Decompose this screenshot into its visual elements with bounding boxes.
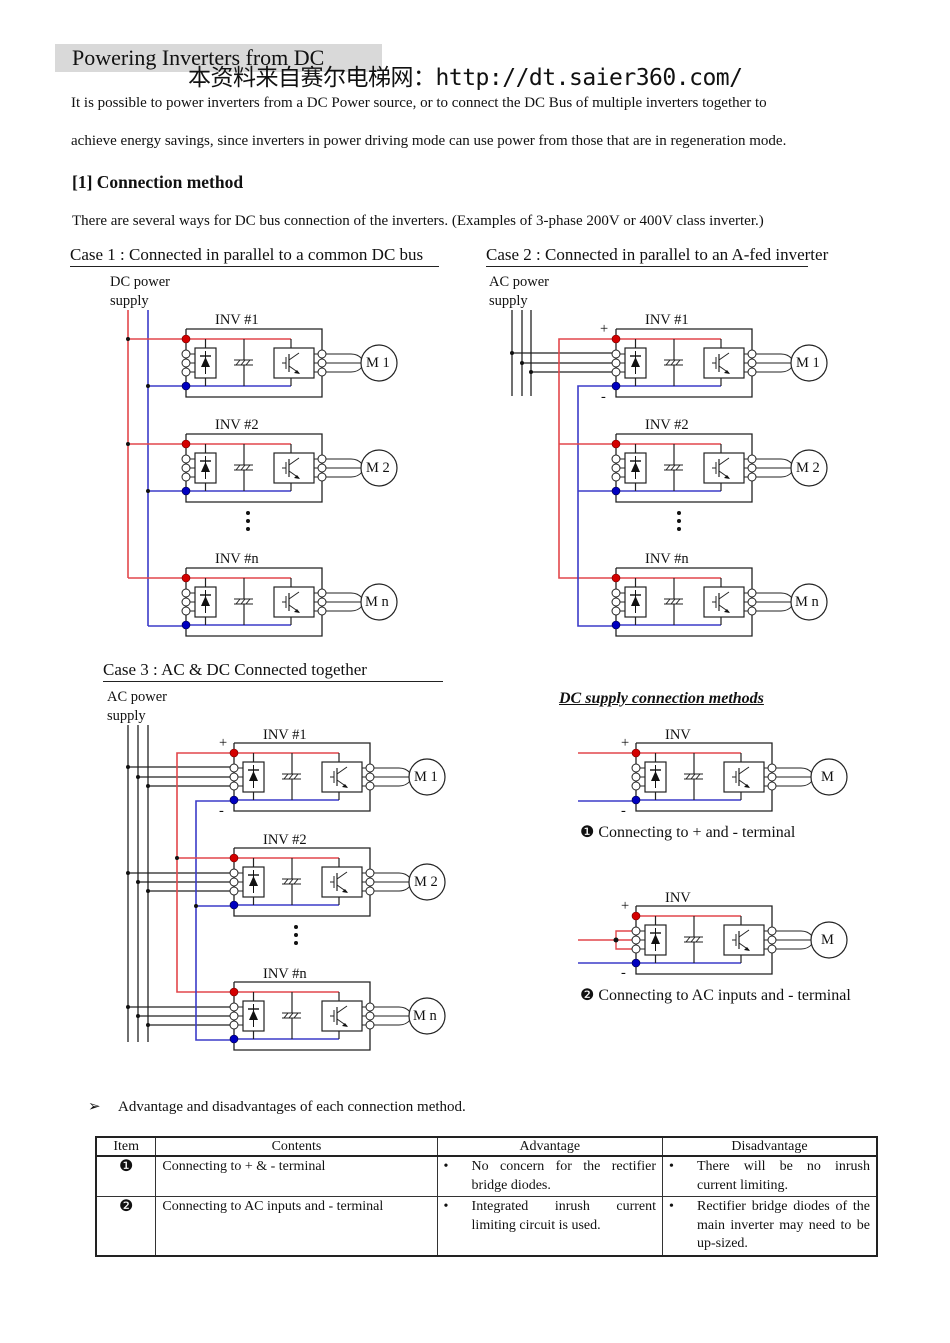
ellipsis-dot bbox=[677, 511, 681, 515]
case2-diagram bbox=[510, 310, 828, 637]
case2-supply-label: AC power supply bbox=[489, 274, 550, 309]
case3-inverter-2 bbox=[229, 847, 446, 917]
column-header-disadvantage: Disadvantage bbox=[662, 1136, 878, 1157]
advantage-cell: •Integrated inrush current limiting circ… bbox=[436, 1196, 664, 1256]
table-row: ❷ Connecting to AC inputs and - terminal… bbox=[95, 1196, 878, 1256]
watermark-text: 本资料来自赛尔电梯网：http://dt.saier360.com/ bbox=[188, 65, 743, 91]
case3-inverter-1 bbox=[229, 742, 446, 812]
ellipsis-dot bbox=[677, 519, 681, 523]
title-background bbox=[55, 44, 382, 72]
column-header-contents: Contents bbox=[155, 1136, 438, 1157]
dc-method-2-inverter bbox=[631, 905, 848, 975]
case1-inv-n-label: INV #n bbox=[215, 551, 259, 567]
ellipsis-dot bbox=[246, 519, 250, 523]
case2-inv-2-label: INV #2 bbox=[645, 417, 689, 433]
dc-method-2-motor: M bbox=[821, 932, 834, 948]
item-number: ❶ bbox=[95, 1155, 157, 1197]
section-description: There are several ways for DC bus connec… bbox=[72, 213, 764, 229]
intro-line-1: It is possible to power inverters from a… bbox=[71, 95, 767, 111]
case1-inv-1-label: INV #1 bbox=[215, 312, 259, 328]
ellipsis-dot bbox=[246, 511, 250, 515]
case1-motor-2: M 2 bbox=[366, 460, 390, 476]
dc-method-2-diagram bbox=[578, 905, 848, 975]
page-title: Powering Inverters from DC bbox=[72, 45, 325, 70]
section-heading: [1] Connection method bbox=[72, 172, 244, 192]
advantages-intro: ➢Advantage and disadvantages of each con… bbox=[88, 1099, 466, 1115]
disadvantage-cell: •Rectifier bridge diodes of the main inv… bbox=[662, 1196, 878, 1256]
dc-method-2-caption: ❷ Connecting to AC inputs and - terminal bbox=[580, 987, 851, 1004]
ellipsis-dot bbox=[294, 933, 298, 937]
dc-method-2-minus: - bbox=[621, 965, 626, 981]
case1-inv-2-label: INV #2 bbox=[215, 417, 259, 433]
advantage-cell: •No concern for the rectifier bridge dio… bbox=[436, 1155, 664, 1197]
table-row: ❶ Connecting to + & - terminal •No conce… bbox=[95, 1155, 878, 1197]
case1-title: Case 1 : Connected in parallel to a comm… bbox=[70, 245, 439, 267]
dc-method-1-inv-label: INV bbox=[665, 727, 691, 743]
case3-diagram bbox=[126, 725, 446, 1051]
case3-inv-1-label: INV #1 bbox=[263, 727, 307, 743]
case3-minus-sign: - bbox=[219, 803, 224, 819]
case1-motor-1: M 1 bbox=[366, 355, 390, 371]
arrow-bullet-icon: ➢ bbox=[88, 1099, 101, 1115]
case3-motor-2: M 2 bbox=[414, 874, 438, 890]
case2-inverter-1 bbox=[611, 328, 828, 398]
disadvantage-cell: •There will be no inrush current limitin… bbox=[662, 1155, 878, 1197]
case3-inv-n-label: INV #n bbox=[263, 966, 307, 982]
ellipsis-dot bbox=[294, 925, 298, 929]
column-header-item: Item bbox=[95, 1136, 157, 1157]
case3-motor-n: M n bbox=[413, 1008, 437, 1024]
case2-inv-1-label: INV #1 bbox=[645, 312, 689, 328]
case2-plus-sign: + bbox=[600, 321, 609, 337]
case2-inverter-2 bbox=[611, 433, 828, 503]
item-number: ❷ bbox=[95, 1196, 157, 1256]
dc-method-1-inverter bbox=[631, 742, 848, 812]
case2-motor-1: M 1 bbox=[796, 355, 820, 371]
case2-motor-2: M 2 bbox=[796, 460, 820, 476]
case1-inverter-1 bbox=[181, 328, 398, 398]
dc-methods-title: DC supply connection methods bbox=[559, 690, 764, 707]
dc-method-1-minus: - bbox=[621, 803, 626, 819]
contents-cell: Connecting to + & - terminal bbox=[155, 1155, 438, 1197]
advantages-table: Item Contents Advantage Disadvantage ❶ C… bbox=[95, 1136, 878, 1257]
case3-inv-2-label: INV #2 bbox=[263, 832, 307, 848]
ellipsis-dot bbox=[246, 527, 250, 531]
case3-plus-sign: + bbox=[219, 735, 228, 751]
dc-method-2-inv-label: INV bbox=[665, 890, 691, 906]
dc-method-1-plus: + bbox=[621, 735, 630, 751]
case2-inv-n-label: INV #n bbox=[645, 551, 689, 567]
case1-inverter-2 bbox=[181, 433, 398, 503]
contents-cell: Connecting to AC inputs and - terminal bbox=[155, 1196, 438, 1256]
dc-method-2-plus: + bbox=[621, 898, 630, 914]
case1-diagram bbox=[126, 310, 398, 637]
case2-motor-n: M n bbox=[795, 594, 819, 610]
case2-title: Case 2 : Connected in parallel to an A-f… bbox=[486, 245, 828, 267]
column-header-advantage: Advantage bbox=[436, 1136, 664, 1157]
intro-line-2: achieve energy savings, since inverters … bbox=[71, 133, 787, 149]
dc-method-1-diagram bbox=[578, 742, 848, 812]
case1-supply-label: DC power supply bbox=[110, 274, 171, 309]
ellipsis-dot bbox=[294, 941, 298, 945]
case1-motor-n: M n bbox=[365, 594, 389, 610]
case2-minus-sign: - bbox=[601, 389, 606, 405]
ellipsis-dot bbox=[677, 527, 681, 531]
dc-method-1-motor: M bbox=[821, 769, 834, 785]
case3-supply-label: AC power supply bbox=[107, 689, 168, 724]
table-header-row: Item Contents Advantage Disadvantage bbox=[95, 1136, 878, 1157]
case3-motor-1: M 1 bbox=[414, 769, 438, 785]
case3-title: Case 3 : AC & DC Connected together bbox=[103, 660, 443, 682]
dc-method-1-caption: ❶ Connecting to + and - terminal bbox=[580, 824, 796, 841]
